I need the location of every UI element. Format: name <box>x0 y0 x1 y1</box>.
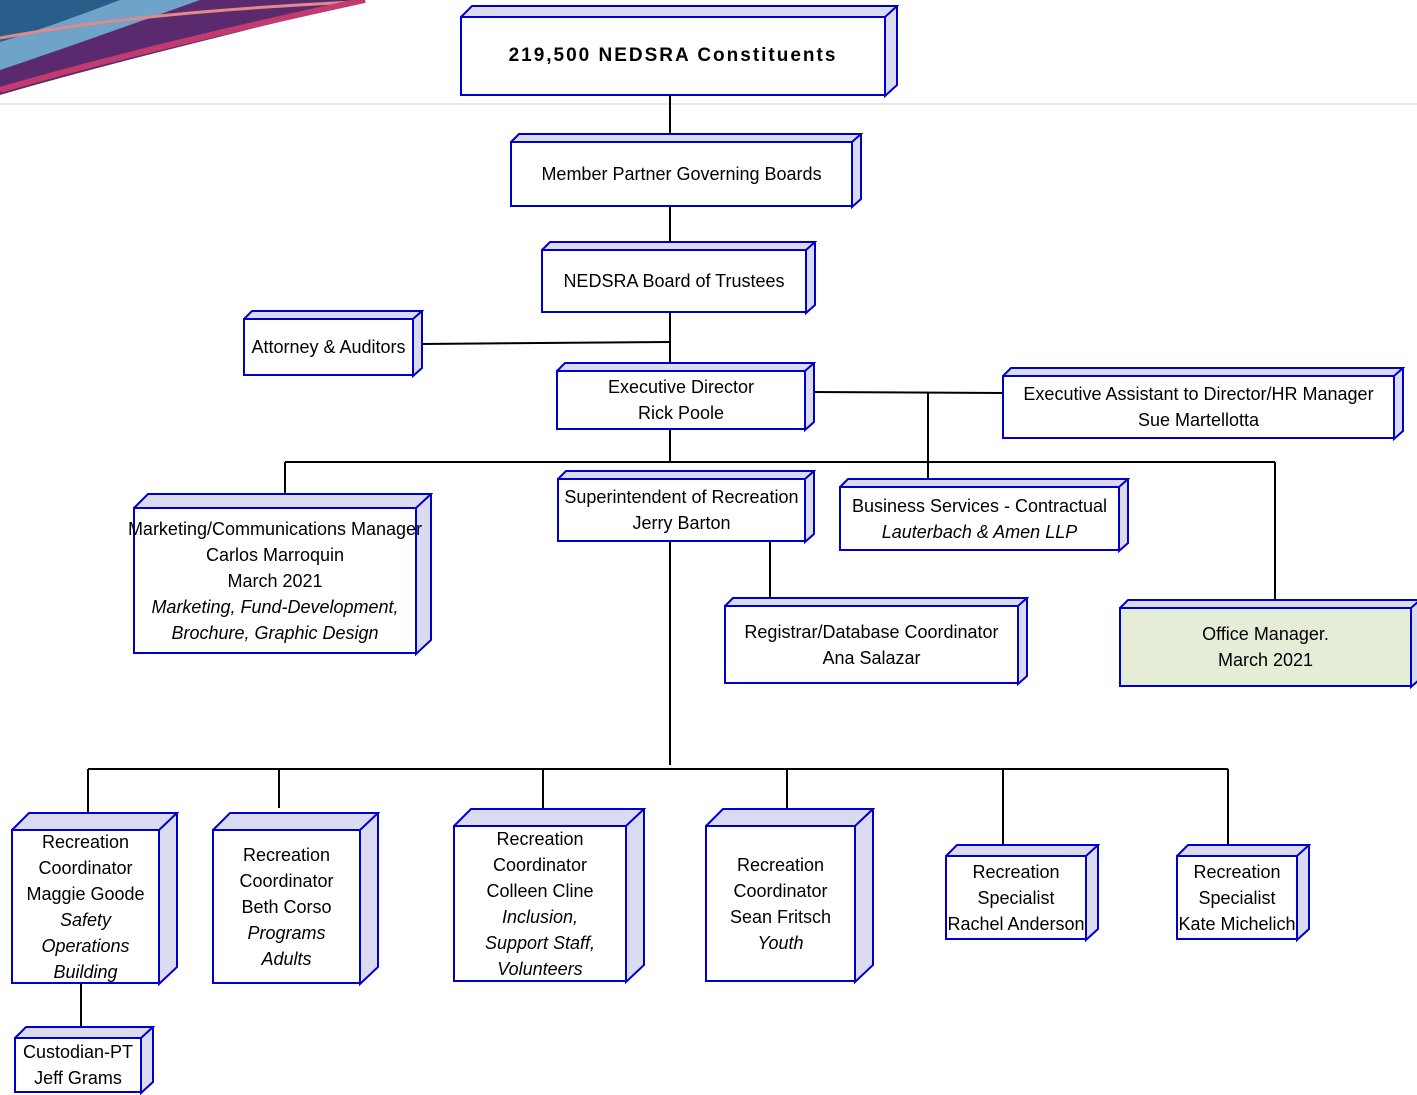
box-text-line: Recreation <box>496 828 584 849</box>
box-text-line: Colleen Cline <box>486 880 594 901</box>
custodian-box: Custodian-PT Jeff Grams <box>14 1037 142 1093</box>
box-italic-line: Brochure, Graphic Design <box>171 622 379 643</box>
box-text-line: Ana Salazar <box>822 647 921 668</box>
box-italic-line: Operations <box>41 935 130 956</box>
box-italic-line: Building <box>53 961 118 982</box>
box-text-line: Attorney & Auditors <box>251 337 406 357</box>
box-text-line: Recreation <box>242 844 331 865</box>
box-text-line: Registrar/Database Coordinator <box>744 621 999 642</box>
box-italic-line: Adults <box>261 948 312 969</box>
box-text-line: Marketing/Communications Manager <box>127 518 423 539</box>
box-text-line: Recreation <box>972 861 1060 882</box>
box-text-line: Coordinator <box>492 854 588 875</box>
box-depth-face <box>14 1026 155 1095</box>
box-text-line: Jeff Grams <box>34 1068 122 1088</box>
box-text-line: Specialist <box>1198 887 1276 908</box>
box-text-line: Carlos Marroquin <box>205 544 345 565</box>
box-text-line: Custodian-PT <box>22 1042 134 1062</box>
box-italic-line: Youth <box>757 932 804 953</box>
box-text-line: Maggie Goode <box>26 883 145 904</box>
box-text-line: Coordinator <box>38 857 133 878</box>
box-text-line: NEDSRA Board of Trustees <box>563 271 785 291</box>
box-italic-line: Lauterbach & Amen LLP <box>881 521 1078 542</box>
box-text-line: Coordinator <box>239 870 334 891</box>
box-text-line: 219,500 NEDSRA Constituents <box>508 45 838 66</box>
box-text-line: Business Services - Contractual <box>851 495 1108 516</box>
box-italic-line: Volunteers <box>497 958 583 979</box>
box-italic-line: Marketing, Fund-Development, <box>151 596 399 617</box>
box-depth-face <box>212 812 380 986</box>
box-text-line: Sean Fritsch <box>729 906 832 927</box>
box-text-line: Office Manager. <box>1202 624 1329 644</box>
box-text-line: Jerry Barton <box>632 513 731 533</box>
box-depth-face <box>1176 844 1311 942</box>
box-text-line: Superintendent of Recreation <box>564 487 799 507</box>
box-text-line: Beth Corso <box>241 896 332 917</box>
box-italic-line: Safety <box>59 909 112 930</box>
box-depth-face <box>705 808 875 984</box>
box-italic-line: Support Staff, <box>484 932 596 953</box>
box-depth-face <box>557 470 816 544</box>
box-text-line: Specialist <box>977 887 1055 908</box>
box-text-line: Member Partner Governing Boards <box>541 164 822 184</box>
attorney-box: Attorney & Auditors <box>243 318 414 376</box>
box-text-line: March 2021 <box>227 570 323 591</box>
box-text-line: Executive Director <box>607 377 755 397</box>
executive-assistant-box: Executive Assistant to Director/HR Manag… <box>1002 375 1395 439</box>
box-italic-line: Programs <box>247 922 326 943</box>
box-text-line: Coordinator <box>733 880 828 901</box>
brand-swoosh-graphic <box>0 0 1417 105</box>
box-text-line: Recreation <box>1193 861 1281 882</box>
governing-boards-box: Member Partner Governing Boards <box>510 141 853 207</box>
box-text-line: Recreation <box>736 854 825 875</box>
box-text-line: Rachel Anderson <box>947 913 1085 934</box>
box-text-line: Kate Michelich <box>1178 913 1296 934</box>
box-text-line: March 2021 <box>1217 650 1314 670</box>
trustees-box: NEDSRA Board of Trustees <box>541 249 807 313</box>
box-text-line: Rick Poole <box>637 403 725 423</box>
box-text-line: Executive Assistant to Director/HR Manag… <box>1023 384 1374 404</box>
box-depth-face <box>556 362 816 432</box>
box-text-line: Sue Martellotta <box>1137 410 1260 430</box>
box-depth-face <box>1002 367 1405 441</box>
box-depth-face <box>460 5 899 98</box>
box-italic-line: Inclusion, <box>501 906 579 927</box>
constituents-box: 219,500 NEDSRA Constituents <box>460 16 886 96</box>
box-text-line: Recreation <box>41 831 130 852</box>
office-manager-box: Office Manager. March 2021 <box>1119 607 1412 687</box>
box-depth-face <box>453 808 646 984</box>
